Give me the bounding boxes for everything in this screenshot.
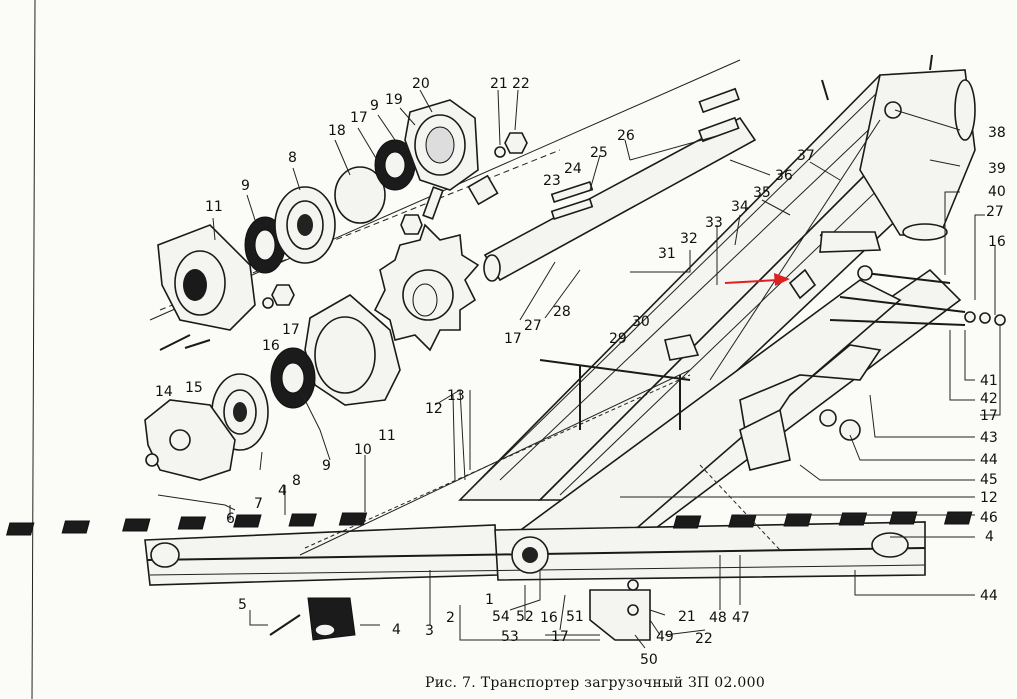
callout-40: 40: [988, 184, 1006, 200]
red-pointer-arrow: [724, 268, 817, 300]
callout-1: 1: [485, 592, 494, 608]
callout-16: 16: [988, 234, 1006, 250]
callout-17: 17: [551, 629, 569, 645]
callout-14: 14: [155, 384, 173, 400]
callout-7: 7: [254, 496, 263, 512]
callout-9: 9: [370, 98, 379, 114]
callout-17: 17: [282, 322, 300, 338]
callout-54: 54: [492, 609, 510, 625]
small-nuts-21-22: [400, 132, 528, 235]
callout-36: 36: [775, 168, 793, 184]
callout-38: 38: [988, 125, 1006, 141]
callout-22: 22: [512, 76, 530, 92]
callout-8: 8: [288, 150, 297, 166]
callout-3: 3: [425, 623, 434, 639]
callout-19: 19: [385, 92, 403, 108]
left-page-edge: [31, 0, 36, 699]
callout-44: 44: [980, 452, 998, 468]
callout-23: 23: [543, 173, 561, 189]
callout-16: 16: [540, 610, 558, 626]
callout-15: 15: [185, 380, 203, 396]
callout-37: 37: [797, 148, 815, 164]
callout-21: 21: [678, 609, 696, 625]
callout-12: 12: [425, 401, 443, 417]
conveyor-chain-base: [144, 521, 926, 586]
callout-53: 53: [501, 629, 519, 645]
callout-43: 43: [980, 430, 998, 446]
callout-4: 4: [392, 622, 401, 638]
callout-46: 46: [980, 510, 998, 526]
callout-27: 27: [524, 318, 542, 334]
key-part: [550, 198, 594, 220]
callout-47: 47: [732, 610, 750, 626]
callout-12: 12: [980, 490, 998, 506]
shaft-tube: [483, 87, 757, 282]
callout-4: 4: [985, 529, 994, 545]
callout-6: 6: [226, 511, 235, 527]
callout-9: 9: [322, 458, 331, 474]
callout-11: 11: [205, 199, 223, 215]
callout-39: 39: [988, 161, 1006, 177]
callout-48: 48: [709, 610, 727, 626]
callout-34: 34: [731, 199, 749, 215]
bearing-9-lower: [270, 347, 316, 409]
callout-4: 4: [278, 483, 287, 499]
callout-8: 8: [292, 473, 301, 489]
callout-32: 32: [680, 231, 698, 247]
callout-50: 50: [640, 652, 658, 668]
head-hopper: [821, 54, 976, 241]
callout-10: 10: [354, 442, 372, 458]
cover-7: [144, 399, 236, 481]
boom-frame: [458, 73, 962, 561]
bearing-8-upper: [274, 186, 336, 264]
callout-45: 45: [980, 472, 998, 488]
callout-5: 5: [238, 597, 247, 613]
callout-17: 17: [980, 408, 998, 424]
callout-17: 17: [350, 110, 368, 126]
callout-17: 17: [504, 331, 522, 347]
chain-link-detail: [269, 597, 356, 641]
bearing-housing-11-upper: [157, 224, 256, 331]
support-bracket-50: [589, 579, 651, 641]
callout-11: 11: [378, 428, 396, 444]
callout-27: 27: [986, 204, 1004, 220]
callout-9: 9: [241, 178, 250, 194]
callout-30: 30: [632, 314, 650, 330]
callout-42: 42: [980, 391, 998, 407]
callout-24: 24: [564, 161, 582, 177]
callout-18: 18: [328, 123, 346, 139]
callout-28: 28: [553, 304, 571, 320]
flange-20: [404, 99, 479, 191]
cables-and-struts: [299, 119, 881, 556]
callout-44: 44: [980, 588, 998, 604]
callout-31: 31: [658, 246, 676, 262]
callout-49: 49: [656, 629, 674, 645]
callout-33: 33: [705, 215, 723, 231]
leader-lines: [157, 89, 1001, 649]
sprocket-13: [373, 223, 480, 352]
callout-41: 41: [980, 373, 998, 389]
seal-rings-17-18-19: [334, 139, 416, 224]
callout-20: 20: [412, 76, 430, 92]
callout-22: 22: [695, 631, 713, 647]
callout-13: 13: [447, 388, 465, 404]
callout-2: 2: [446, 610, 455, 626]
callout-26: 26: [617, 128, 635, 144]
callout-labels: 1 2 3 4 4 4 5 6 7 8 8 9 9 9 10 11 11 12 …: [155, 76, 1006, 668]
right-brackets: [739, 231, 1006, 471]
callout-25: 25: [590, 145, 608, 161]
callout-35: 35: [753, 185, 771, 201]
callout-52: 52: [516, 609, 534, 625]
callout-21: 21: [490, 76, 508, 92]
callout-29: 29: [609, 331, 627, 347]
callout-51: 51: [566, 609, 584, 625]
callout-16: 16: [262, 338, 280, 354]
figure-caption: Рис. 7. Транспортер загрузочный ЗП 02.00…: [425, 675, 766, 691]
bolts-14-15-16: [159, 284, 295, 351]
